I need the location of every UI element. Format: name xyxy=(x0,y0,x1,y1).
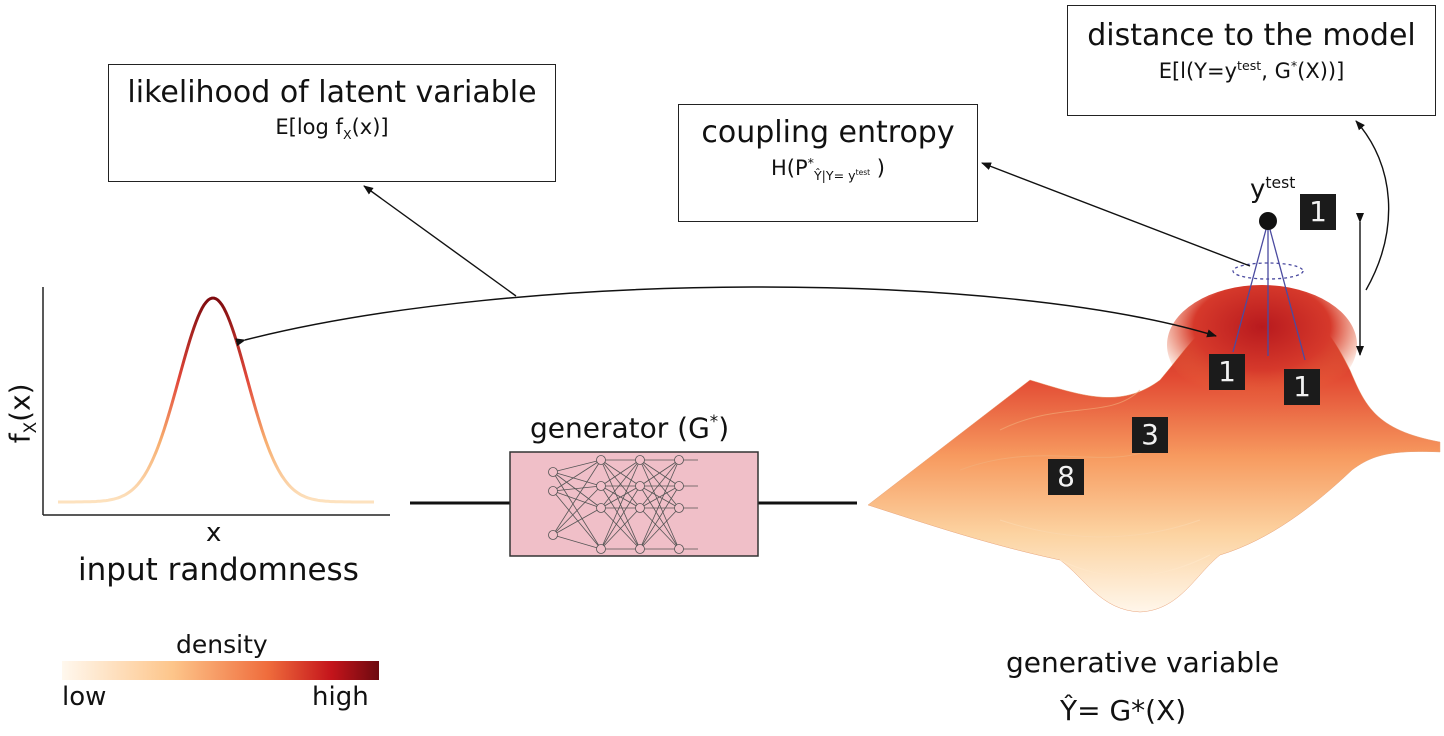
arrow-to-distance xyxy=(1355,120,1390,291)
nn-edge xyxy=(600,485,641,509)
coupling-formula: H(P*Ŷ|Y= ytest ) xyxy=(771,155,885,184)
nn-edge xyxy=(552,485,602,536)
arc-arrow xyxy=(235,286,1217,347)
nn-edge xyxy=(600,459,641,487)
nn-edge xyxy=(600,507,641,550)
nn-node xyxy=(596,455,606,465)
ytest-label: ytest xyxy=(1250,174,1296,205)
arrow-to-likelihood xyxy=(363,185,517,297)
nn-edge xyxy=(639,507,680,550)
nn-edge xyxy=(639,459,680,550)
colorbar xyxy=(62,661,379,680)
colorbar-title: density xyxy=(176,630,268,659)
digit-ytest: 1 xyxy=(1300,194,1336,230)
ytest-point xyxy=(1259,212,1277,230)
nn-node xyxy=(596,503,606,513)
coupling-box: coupling entropy H(P*Ŷ|Y= ytest ) xyxy=(678,104,978,222)
nn-node xyxy=(635,481,645,491)
generator-label: generator (G*) xyxy=(530,411,730,445)
nn-node xyxy=(548,486,558,496)
nn-node xyxy=(635,503,645,513)
nn-edge xyxy=(552,490,602,509)
likelihood-title: likelihood of latent variable xyxy=(127,75,537,110)
nn-edge xyxy=(552,507,602,536)
gaussian-curve xyxy=(58,296,374,504)
nn-edge xyxy=(600,459,641,509)
nn-edge xyxy=(600,459,641,550)
right-formula: Ŷ= G*(X) xyxy=(1060,694,1187,727)
left-plot-axes xyxy=(42,287,390,516)
left-xlabel: x xyxy=(206,518,222,548)
nn-edge xyxy=(552,459,602,536)
colorbar-low: low xyxy=(62,682,107,712)
left-ylabel: fX(x) xyxy=(3,383,41,444)
nn-edge xyxy=(639,459,680,487)
left-caption: input randomness xyxy=(78,552,359,588)
nn-edge xyxy=(639,485,680,550)
distance-title: distance to the model xyxy=(1087,18,1416,53)
nn-edge xyxy=(639,459,680,509)
nn-node xyxy=(674,503,684,513)
nn-node xyxy=(674,544,684,554)
nn-edge xyxy=(552,471,602,509)
digit-sample-3: 3 xyxy=(1132,417,1168,453)
arrow-to-coupling xyxy=(981,162,1251,267)
right-caption: generative variable xyxy=(1006,646,1280,679)
nn-node xyxy=(596,544,606,554)
colorbar-high: high xyxy=(312,682,369,712)
neural-network-icon xyxy=(548,455,698,554)
coupling-title: coupling entropy xyxy=(701,115,955,150)
digit-sample-1: 1 xyxy=(1209,354,1245,390)
distance-box: distance to the model E[l(Y=ytest, G*(X)… xyxy=(1067,5,1436,116)
nn-node xyxy=(548,467,558,477)
nn-edge xyxy=(552,534,602,550)
nn-node xyxy=(674,455,684,465)
nn-node xyxy=(674,481,684,491)
nn-edge xyxy=(552,459,602,492)
nn-node xyxy=(596,481,606,491)
distance-formula: E[l(Y=ytest, G*(X))] xyxy=(1158,58,1345,83)
nn-edge xyxy=(552,459,602,473)
nn-node xyxy=(635,544,645,554)
nn-edge xyxy=(552,485,602,492)
nn-node xyxy=(635,455,645,465)
likelihood-formula: E[log fX(x)] xyxy=(275,115,389,143)
nn-edge xyxy=(552,490,602,550)
digit-sample-8: 8 xyxy=(1048,459,1084,495)
nn-edge xyxy=(552,471,602,487)
nn-edge xyxy=(600,485,641,550)
nn-node xyxy=(548,530,558,540)
digit-sample-2: 1 xyxy=(1284,369,1320,405)
nn-edge xyxy=(639,485,680,509)
likelihood-box: likelihood of latent variable E[log fX(x… xyxy=(108,64,556,182)
sampling-cone xyxy=(1232,221,1306,361)
